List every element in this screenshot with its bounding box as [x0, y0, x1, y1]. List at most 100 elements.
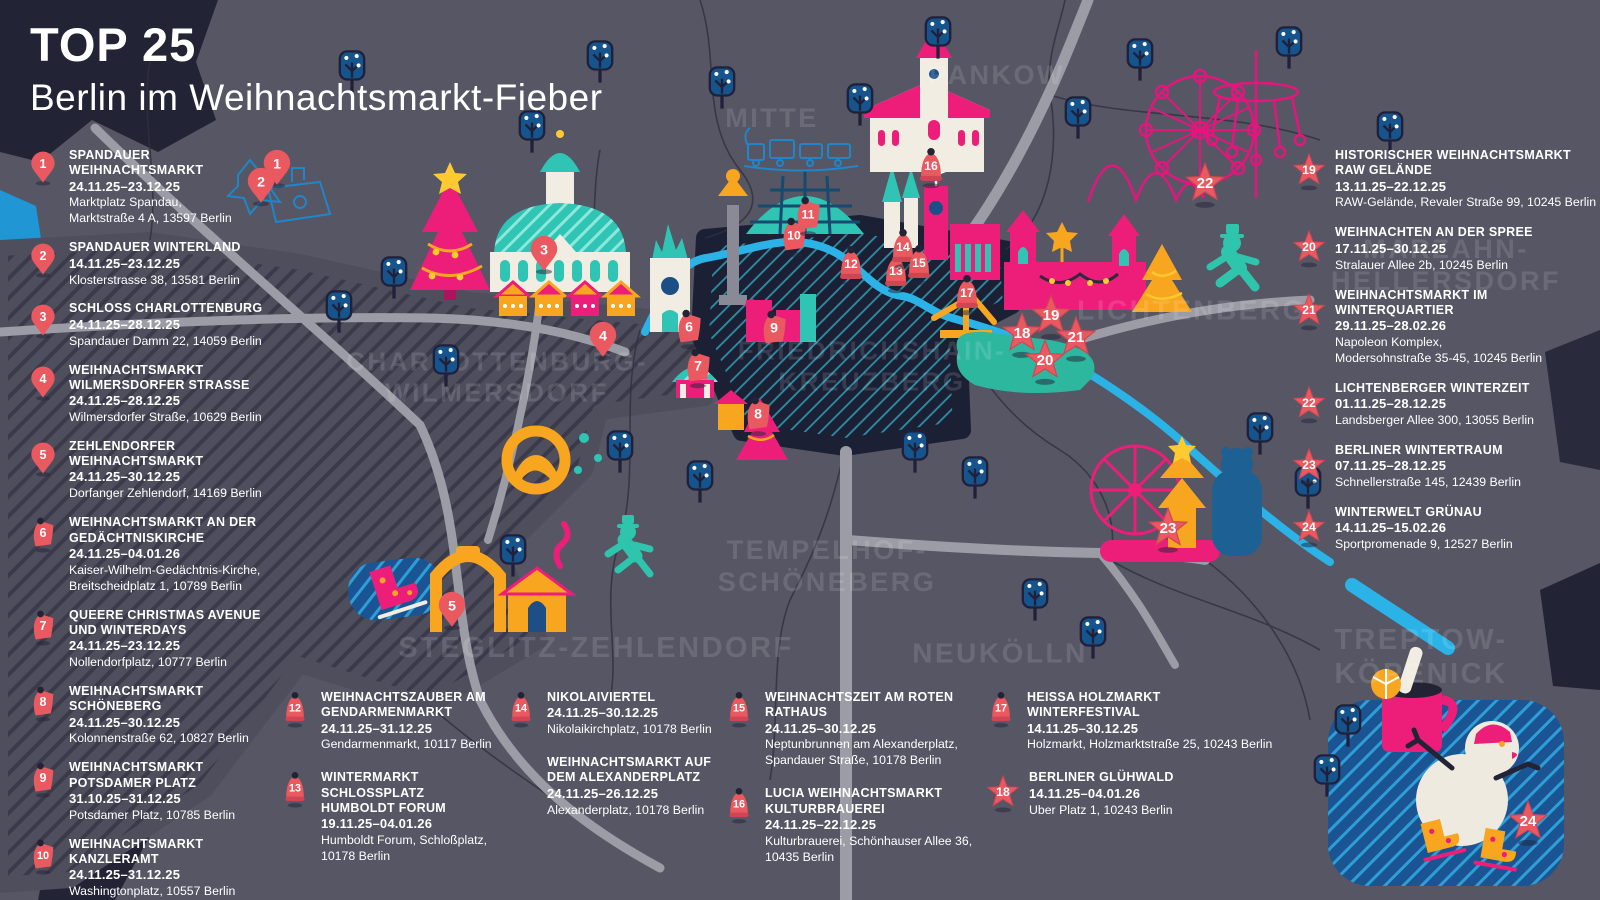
- gedaechtniskirche: [650, 224, 690, 332]
- market-dates: 24.11.25–23.12.25: [69, 178, 181, 194]
- beanie-marker-icon: 17: [986, 690, 1018, 753]
- market-dates: 24.11.25–31.12.25: [69, 867, 181, 883]
- region-west-hatched: [0, 232, 720, 893]
- dom-rathaus-cluster: [882, 164, 1000, 280]
- svg-text:22: 22: [1302, 396, 1316, 410]
- market-name: WEIHNACHTSMARKT AUF DEM ALEXANDERPLATZ: [547, 755, 712, 785]
- market-address-line: Dorfanger Zehlendorf, 14169 Berlin: [69, 486, 262, 501]
- snowman-skating-scene: [1328, 646, 1564, 886]
- market-dates: 24.11.25–04.01.26: [69, 545, 181, 561]
- amusement-park-sketch: [1086, 50, 1307, 204]
- market-dates: 17.11.25–30.12.25: [1335, 240, 1447, 256]
- market-name: QUEERE CHRISTMAS AVENUE UND WINTERDAYS: [69, 607, 261, 637]
- page-title: TOP 25: [30, 18, 197, 71]
- market-address-line: 10435 Berlin: [765, 849, 835, 864]
- market-name: SPANDAUER WINTERLAND: [69, 240, 241, 255]
- market-name: WEIHNACHTSZAUBER AM GENDARMENMARKT: [321, 690, 486, 720]
- market-address-line: Kaiser-Wilhelm-Gedächtnis-Kirche,: [69, 562, 261, 577]
- market-name: WEIHNACHTSMARKT IM WINTERQUARTIER: [1335, 287, 1488, 317]
- market-name: LICHTENBERGER WINTERZEIT: [1335, 380, 1530, 395]
- pretzel-icon: [501, 425, 602, 495]
- north-church: [864, 26, 990, 172]
- page-subtitle: Berlin im Weihnachtsmarkt-Fieber: [30, 77, 603, 119]
- market-address-line: Marktplatz Spandau,: [69, 195, 182, 210]
- star-marker-icon: 24: [1292, 505, 1326, 553]
- siegessaeule-column: [718, 169, 748, 305]
- train-sketch: [743, 127, 859, 172]
- market-dates: 19.11.25–04.01.26: [321, 816, 433, 832]
- wintertraum-scene: [1089, 436, 1262, 562]
- beanie-marker-icon: 16: [724, 786, 756, 865]
- svg-text:1: 1: [40, 157, 47, 171]
- market-address-line: Nollendorfplatz, 10777 Berlin: [69, 655, 227, 670]
- market-address-line: Potsdamer Platz, 10785 Berlin: [69, 807, 236, 822]
- santa-marker-icon: 8: [28, 684, 60, 747]
- market-address-line: Wilmersdorfer Straße, 10629 Berlin: [69, 410, 262, 424]
- market-address-line: Alexanderplatz, 10178 Berlin: [547, 802, 705, 817]
- market-dates: 24.11.25–30.12.25: [765, 720, 877, 736]
- ampelmann-east-icon: [1206, 224, 1260, 292]
- pin-marker-icon: 2: [28, 240, 60, 288]
- title-block: TOP 25 Berlin im Weihnachtsmarkt-Fieber: [30, 20, 603, 118]
- market-address-line: Holzmarkt, Holzmarktstraße 25, 10243 Ber…: [1027, 737, 1273, 752]
- market-address-line: Humboldt Forum, Schloßplatz,: [321, 833, 488, 848]
- svg-text:15: 15: [733, 703, 745, 715]
- market-address-line: Marktstraße 4 A, 13597 Berlin: [69, 211, 232, 226]
- market-dates: 07.11.25–28.12.25: [1335, 458, 1447, 474]
- santa-marker-icon: 6: [28, 515, 60, 594]
- svg-text:21: 21: [1302, 303, 1316, 317]
- svg-text:9: 9: [40, 771, 47, 785]
- market-dates: 24.11.25–30.12.25: [69, 469, 181, 485]
- zehlendorf-scene: [348, 521, 577, 632]
- svg-text:13: 13: [289, 783, 301, 795]
- market-address-line: Neptunbrunnen am Alexanderplatz,: [765, 737, 958, 752]
- charlottenburg-palace: [490, 130, 641, 316]
- market-dates: 24.11.25–28.12.25: [69, 393, 181, 409]
- market-address-line: Kolonnenstraße 62, 10827 Berlin: [69, 731, 249, 746]
- market-name: SCHLOSS CHARLOTTENBURG: [69, 301, 263, 316]
- svg-text:16: 16: [733, 799, 745, 811]
- market-address-line: Landsberger Allee 300, 13055 Berlin: [1335, 413, 1534, 427]
- roads: [0, 0, 1315, 900]
- svg-text:12: 12: [289, 703, 301, 715]
- market-name: WEIHNACHTSMARKT WILMERSDORFER STRASSE: [69, 362, 250, 392]
- market-name: WEIHNACHTEN AN DER SPREE: [1335, 225, 1533, 240]
- svg-text:7: 7: [40, 619, 47, 633]
- market-name: BERLINER WINTERTRAUM: [1335, 442, 1503, 457]
- market-entry: 13 WINTERMARKT SCHLOSSPLATZ HUMBOLDT FORU…: [280, 770, 502, 865]
- beanie-marker-icon: 15: [724, 690, 756, 769]
- pin-marker-icon: 3: [28, 301, 60, 349]
- pin-marker-icon: 1: [28, 148, 60, 227]
- pin-marker-icon: 4: [28, 363, 60, 426]
